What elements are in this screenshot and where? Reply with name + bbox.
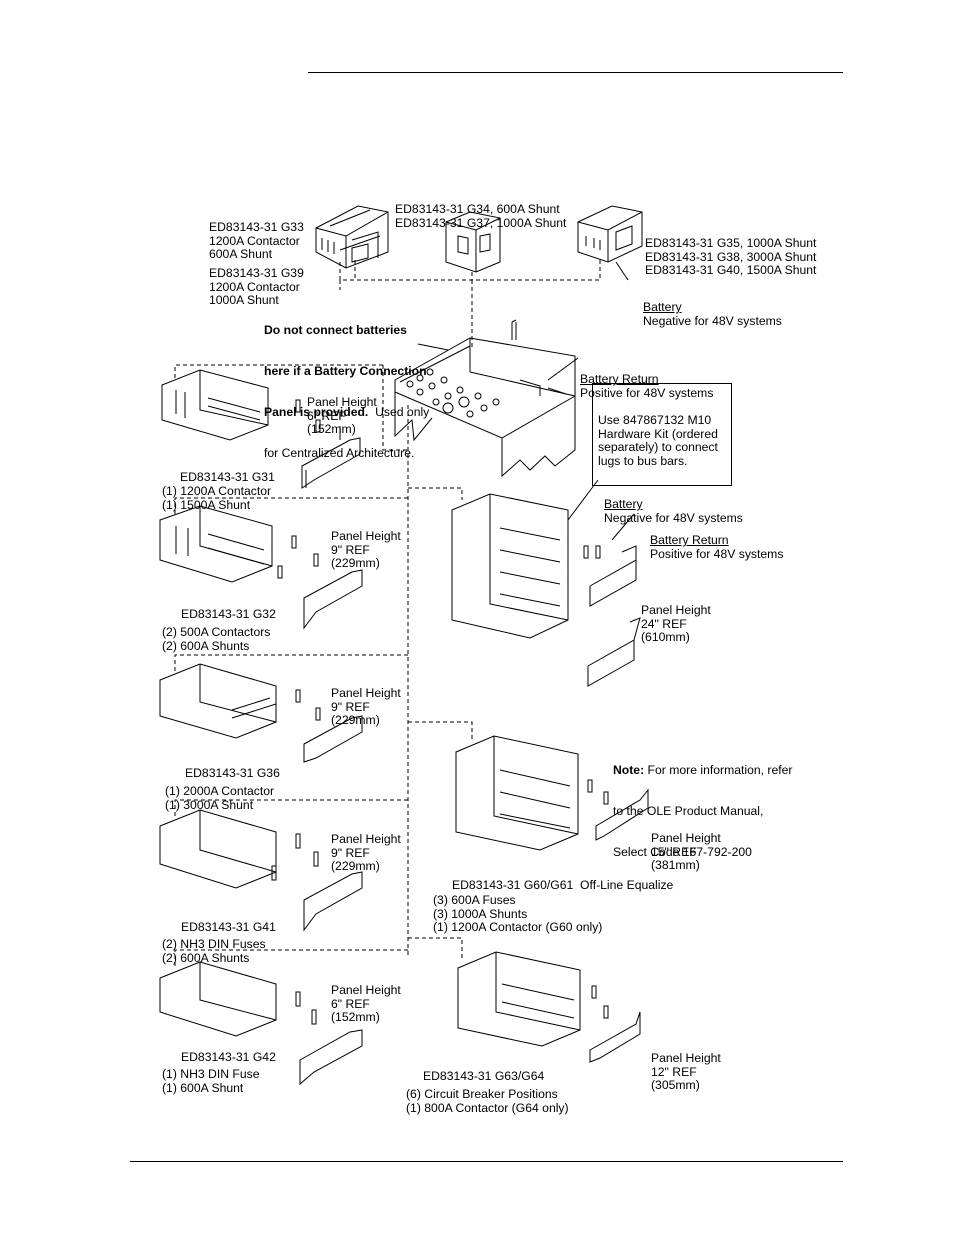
g32-parts: (2) 500A Contactors(2) 600A Shunts (162, 625, 271, 653)
g42-parts: (1) NH3 DIN Fuse(1) 600A Shunt (162, 1067, 260, 1095)
g60-g61-drawing (455, 735, 649, 851)
g41-parts: (2) NH3 DIN Fuses(2) 600A Shunts (162, 937, 266, 965)
g32-label: ED83143-31 G32 (181, 607, 276, 622)
header-rule (308, 72, 843, 73)
g31-label: ED83143-31 G31 (180, 470, 275, 485)
panel-24-drawing (451, 493, 641, 687)
battery-warning-note: Do not connect batteries here if a Batte… (264, 323, 430, 460)
footer-rule (130, 1161, 843, 1162)
g33-g39-module-drawing (315, 205, 389, 269)
ole-note: Note: For more information, refer to the… (613, 763, 793, 859)
g42-drawing (159, 961, 363, 1086)
g60-g61-label: ED83143-31 G60/G61 Off-Line Equalize (452, 878, 674, 893)
g63-g64-parts: (6) Circuit Breaker Positions(1) 800A Co… (406, 1087, 569, 1115)
g36-label: ED83143-31 G36 (185, 766, 280, 781)
g32-drawing (159, 505, 363, 630)
g31-parts: (1) 1200A Contactor(1) 1500A Shunt (162, 484, 272, 512)
g36-drawing (159, 663, 363, 763)
g60-g61-parts: (3) 600A Fuses(3) 1000A Shunts(1) 1200A … (433, 893, 603, 935)
g63-g64-label: ED83143-31 G63/G64 (423, 1069, 545, 1084)
g35-g38-g40-module-drawing (577, 205, 643, 263)
g34-g37-module-drawing (445, 211, 501, 273)
central-frame-drawing (394, 319, 576, 478)
g41-drawing (159, 809, 363, 932)
g42-label: ED83143-31 G42 (181, 1050, 276, 1065)
g31-drawing (161, 369, 361, 489)
g41-label: ED83143-31 G41 (181, 920, 276, 935)
g36-parts: (1) 2000A Contactor(1) 3000A Shunt (165, 784, 275, 812)
g63-g64-drawing (457, 951, 641, 1063)
